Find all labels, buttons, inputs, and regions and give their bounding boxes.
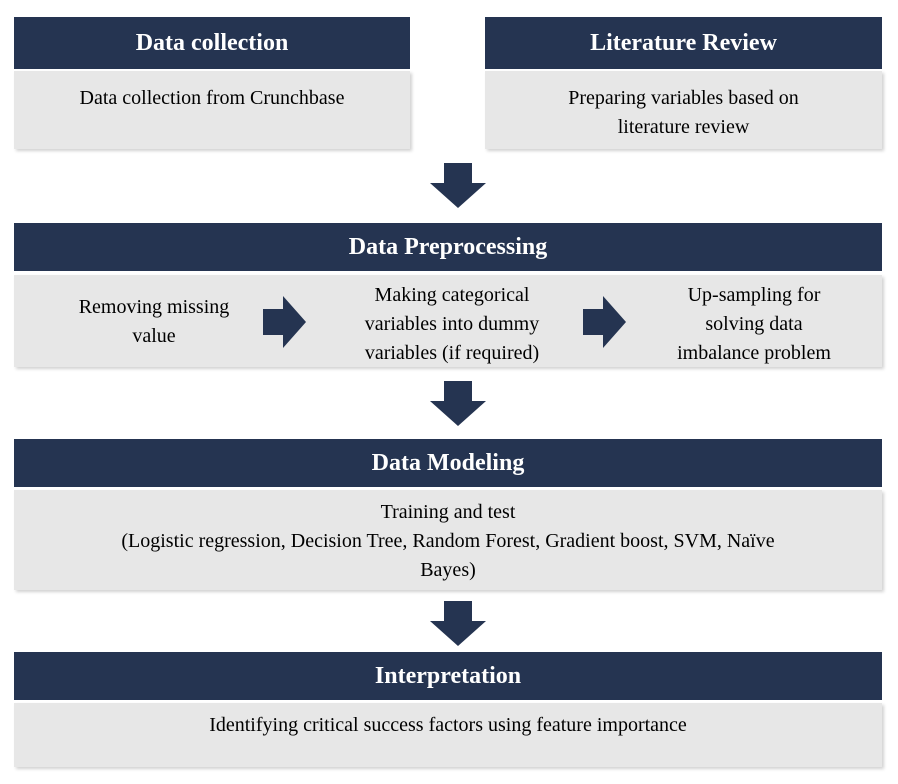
step2-line3: variables (if required) (364, 342, 540, 364)
literature-review-text-line1: Preparing variables based on (568, 87, 799, 109)
preprocessing-step-upsampling: Up-sampling for solving data imbalance p… (636, 281, 872, 368)
interpretation-box: Identifying critical success factors usi… (14, 703, 882, 767)
interpretation-title: Interpretation (374, 662, 522, 689)
preprocessing-step-dummy-variables: Making categorical variables into dummy … (322, 281, 582, 368)
modeling-line2: (Logistic regression, Decision Tree, Ran… (121, 530, 775, 552)
data-collection-box: Data collection from Crunchbase (14, 71, 410, 149)
modeling-title: Data Modeling (371, 449, 525, 476)
right-arrow-icon (583, 296, 626, 348)
down-arrow-icon (430, 381, 486, 426)
down-arrow-icon (430, 163, 486, 208)
preprocessing-box (14, 275, 882, 367)
step2-line2: variables into dummy (364, 313, 540, 335)
preprocessing-header: Data Preprocessing (14, 223, 882, 271)
preprocessing-title: Data Preprocessing (348, 233, 548, 260)
modeling-line3: Bayes) (420, 559, 476, 581)
step1-line2: value (132, 325, 176, 347)
literature-review-header: Literature Review (485, 17, 882, 69)
step3-line1: Up-sampling for (687, 284, 821, 306)
interpretation-header: Interpretation (14, 652, 882, 700)
step3-line3: imbalance problem (677, 342, 831, 364)
modeling-line1: Training and test (380, 501, 516, 523)
preprocessing-step-removing-missing: Removing missing value (40, 293, 268, 351)
literature-review-box: Preparing variables based on literature … (485, 71, 882, 149)
step3-line2: solving data (705, 313, 803, 335)
modeling-box: Training and test (Logistic regression, … (14, 490, 882, 590)
data-collection-header: Data collection (14, 17, 410, 69)
step1-line1: Removing missing (78, 296, 230, 318)
modeling-header: Data Modeling (14, 439, 882, 487)
interpretation-text: Identifying critical success factors usi… (209, 714, 687, 736)
literature-review-text-line2: literature review (617, 116, 750, 138)
data-collection-title: Data collection (135, 29, 289, 56)
down-arrow-icon (430, 601, 486, 646)
step2-line1: Making categorical (374, 284, 530, 306)
data-collection-text: Data collection from Crunchbase (79, 87, 345, 109)
right-arrow-icon (263, 296, 306, 348)
literature-review-title: Literature Review (590, 29, 777, 56)
